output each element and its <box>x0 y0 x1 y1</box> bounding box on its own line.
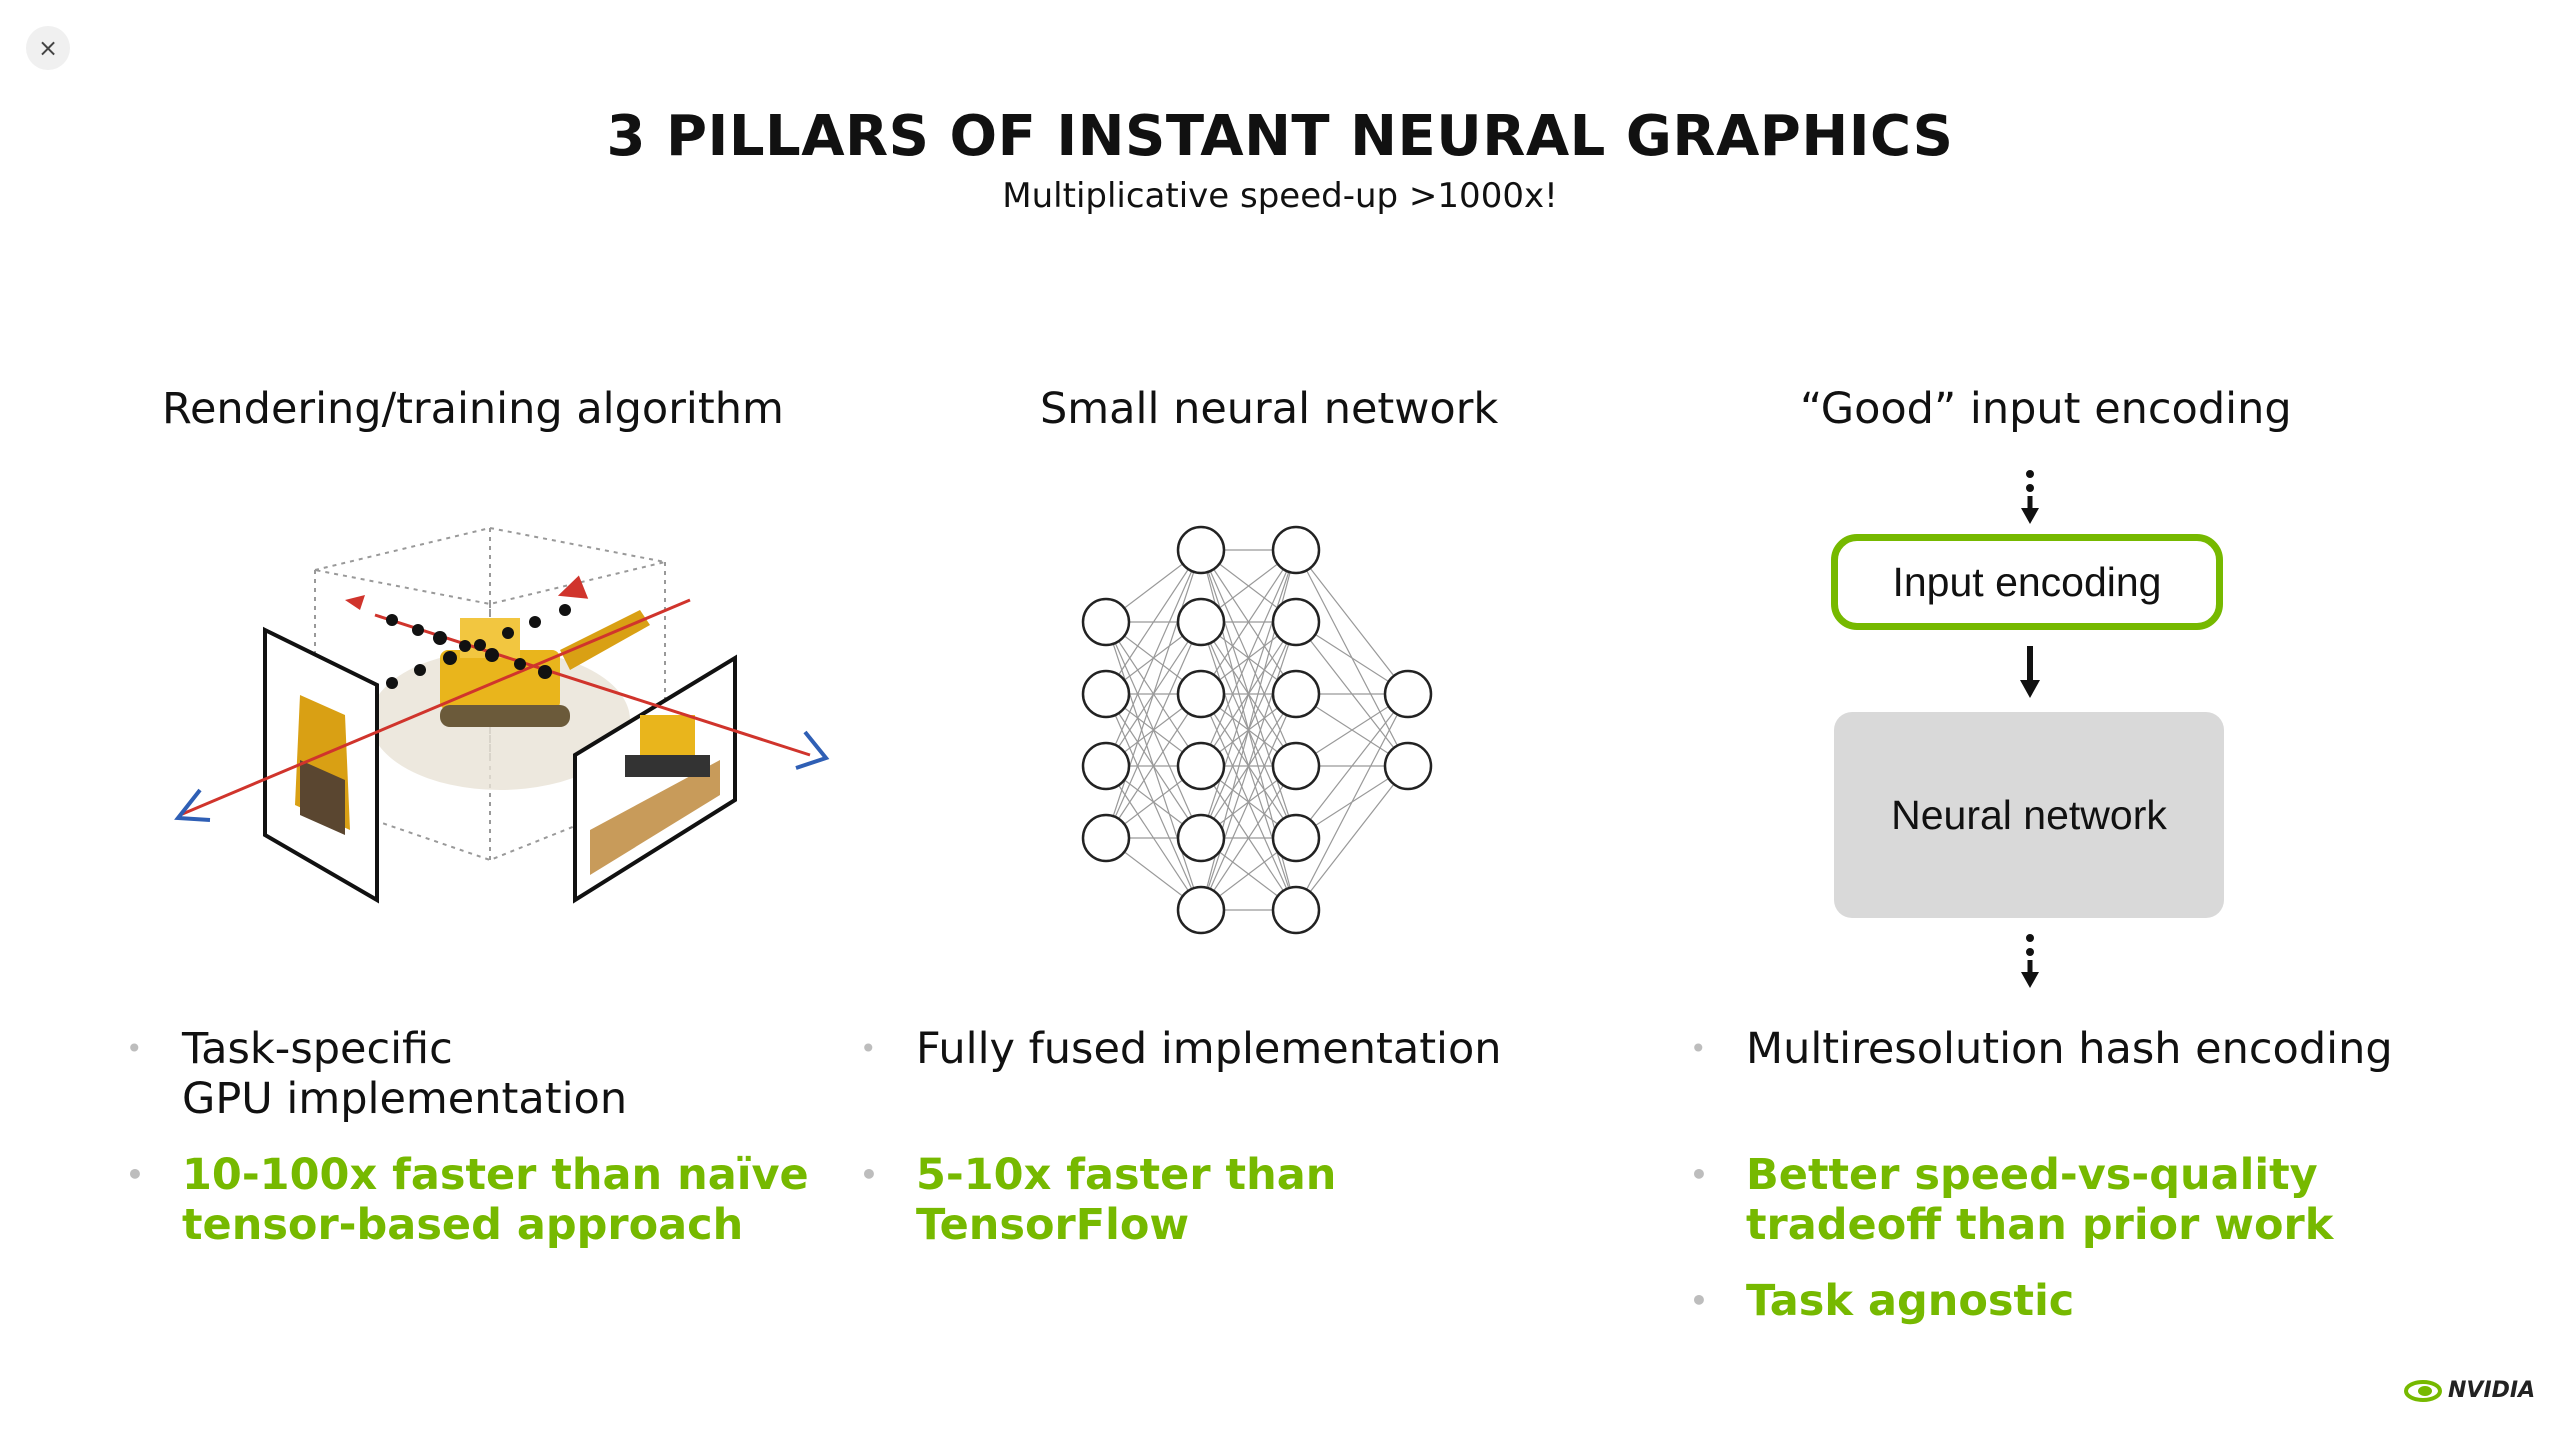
ray-rendering-illustration <box>174 526 830 904</box>
right-image-content <box>590 715 720 875</box>
network-node <box>1176 597 1226 647</box>
network-node <box>1176 885 1226 935</box>
bullet-task-specific: Task-specific GPU implementation <box>126 1024 826 1124</box>
network-edge <box>1105 549 1202 839</box>
network-edge <box>1200 621 1297 911</box>
network-edge <box>1295 693 1409 839</box>
neural-network-box: Neural network <box>1834 712 2224 918</box>
network-node <box>1271 525 1321 575</box>
dotted-arrow-bottom-icon <box>2021 934 2039 988</box>
network-node <box>1081 741 1131 791</box>
slide-subtitle: Multiplicative speed-up >1000x! <box>1002 176 1558 216</box>
network-edge <box>1200 693 1297 911</box>
dotted-arrow-top-icon <box>2021 470 2039 524</box>
network-edge <box>1105 621 1202 839</box>
ray-arrowhead-left <box>345 595 365 610</box>
network-edge <box>1200 549 1297 695</box>
network-edge <box>1295 693 1409 911</box>
network-node <box>1271 741 1321 791</box>
ray-red-right <box>374 613 811 757</box>
neural-network-label: Neural network <box>1891 791 2167 838</box>
close-icon: × <box>37 34 59 62</box>
ray-arrowhead-top <box>557 575 589 599</box>
nvidia-eye-icon <box>2404 1379 2442 1402</box>
camera-arrow-right <box>795 730 830 770</box>
network-node <box>1081 813 1131 863</box>
network-node <box>1176 525 1226 575</box>
network-edge <box>1200 549 1297 839</box>
ray-sample-points <box>386 604 571 689</box>
column-heading-encoding: “Good” input encoding <box>1800 384 2292 434</box>
network-edge <box>1200 549 1297 767</box>
close-button[interactable]: × <box>26 26 70 70</box>
neural-network-diagram <box>1081 525 1433 935</box>
input-encoding-label: Input encoding <box>1892 558 2162 605</box>
column-heading-network: Small neural network <box>1040 384 1499 434</box>
network-edge <box>1105 693 1202 839</box>
ray-red-left <box>179 598 691 817</box>
camera-arrow-left <box>174 788 211 822</box>
network-node <box>1271 885 1321 935</box>
column-heading-rendering: Rendering/training algorithm <box>162 384 784 434</box>
network-edge <box>1200 765 1297 911</box>
arrow-down-icon <box>2020 646 2040 698</box>
bullet-network-speedup: 5-10x faster than TensorFlow <box>860 1150 1620 1250</box>
bullets-rendering: Task-specific GPU implementation 10-100x… <box>126 1024 826 1250</box>
slide-title: 3 PILLARS OF INSTANT NEURAL GRAPHICS <box>606 104 1954 169</box>
network-node <box>1176 669 1226 719</box>
network-node <box>1271 597 1321 647</box>
bullet-rendering-speedup: 10-100x faster than naïve tensor-based a… <box>126 1150 826 1250</box>
nvidia-logo-text: NVIDIA <box>2448 1378 2536 1403</box>
bullets-network: Fully fused implementation 5-10x faster … <box>860 1024 1620 1250</box>
network-edge <box>1105 549 1202 695</box>
network-node <box>1176 813 1226 863</box>
network-node <box>1081 597 1131 647</box>
nvidia-logo: NVIDIA <box>2404 1378 2535 1403</box>
input-encoding-box: Input encoding <box>1831 534 2223 630</box>
network-node <box>1271 669 1321 719</box>
network-nodes <box>1081 525 1433 935</box>
network-node <box>1383 669 1433 719</box>
network-connections <box>1105 549 1409 911</box>
network-edge <box>1105 549 1202 767</box>
bullets-encoding: Multiresolution hash encoding Better spe… <box>1690 1024 2490 1326</box>
bullet-task-agnostic: Task agnostic <box>1690 1276 2490 1326</box>
bullet-tradeoff: Better speed-vs-quality tradeoff than pr… <box>1690 1150 2490 1250</box>
network-edge <box>1295 765 1409 911</box>
bullet-fully-fused: Fully fused implementation <box>860 1024 1620 1074</box>
bullet-hash-encoding: Multiresolution hash encoding <box>1690 1024 2490 1074</box>
network-node <box>1271 813 1321 863</box>
left-image-content <box>295 695 350 835</box>
network-node <box>1383 741 1433 791</box>
network-node <box>1081 669 1131 719</box>
network-edge <box>1295 549 1409 695</box>
network-node <box>1176 741 1226 791</box>
